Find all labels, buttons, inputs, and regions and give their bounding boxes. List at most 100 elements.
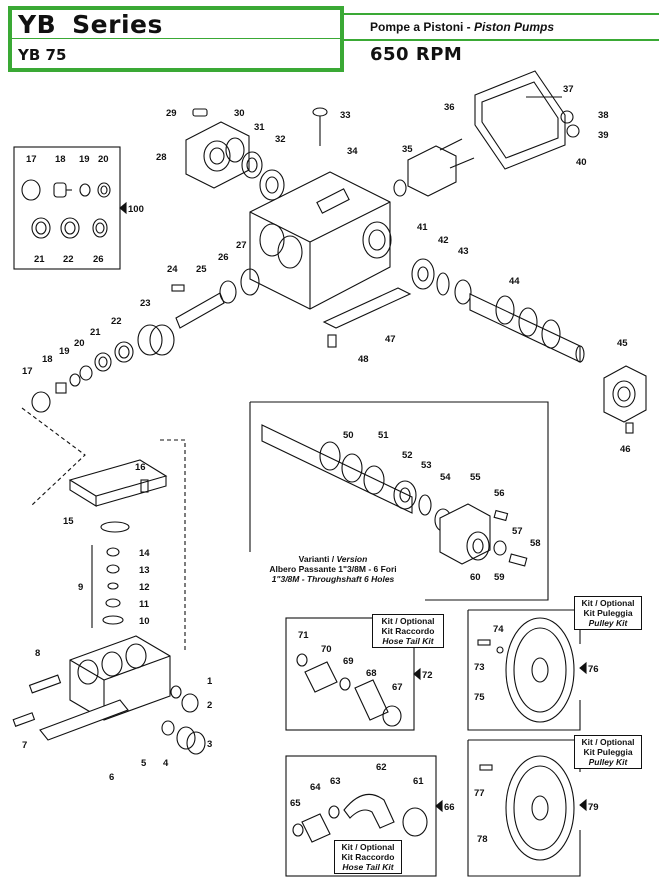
pulley-79 xyxy=(505,755,575,861)
callout-60: 60 xyxy=(470,572,481,583)
callout-39: 39 xyxy=(598,130,609,141)
seal-kit-frame xyxy=(13,146,121,270)
callout-55: 55 xyxy=(470,472,481,483)
callout-3: 3 xyxy=(207,739,212,750)
callout-16: 16 xyxy=(135,462,146,473)
callout-41: 41 xyxy=(417,222,428,233)
foot xyxy=(322,287,412,329)
callout-79: 79 xyxy=(588,802,599,813)
callout-10: 10 xyxy=(139,616,150,627)
callout-68: 68 xyxy=(366,668,377,679)
pump-head xyxy=(69,635,171,721)
callout-64: 64 xyxy=(310,782,321,793)
kit-label-18: 18 xyxy=(55,154,66,165)
callout-48: 48 xyxy=(358,354,369,365)
version-frame xyxy=(250,401,549,601)
pulley-76 xyxy=(505,617,575,723)
callout-28: 28 xyxy=(156,152,167,163)
header-rule-inner xyxy=(8,38,344,39)
rear-cover xyxy=(474,70,566,170)
callout-100: 100 xyxy=(128,204,144,215)
callout-numbers: 1 2 3 4 5 6 7 8 9 10 11 12 13 14 15 16 1… xyxy=(22,84,631,845)
callout-5: 5 xyxy=(141,758,147,769)
crankcase xyxy=(249,171,391,310)
callout-17: 17 xyxy=(22,366,33,377)
callout-56: 56 xyxy=(494,488,505,499)
callout-77: 77 xyxy=(474,788,485,799)
callout-76: 76 xyxy=(588,664,599,675)
callout-73: 73 xyxy=(474,662,485,673)
callout-4: 4 xyxy=(163,758,169,769)
callout-26: 26 xyxy=(218,252,229,263)
callout-74: 74 xyxy=(493,624,504,635)
callout-11: 11 xyxy=(139,599,150,610)
pulley-kit-79-label: Kit / Optional Kit Puleggia Pulley Kit xyxy=(574,735,642,769)
callout-53: 53 xyxy=(421,460,432,471)
callout-12: 12 xyxy=(139,582,150,593)
model-name: YB 75 xyxy=(18,46,67,64)
callout-23: 23 xyxy=(140,298,151,309)
callout-71: 71 xyxy=(298,630,309,641)
callout-8: 8 xyxy=(35,648,40,659)
kit-label-19: 19 xyxy=(79,154,90,165)
callout-34: 34 xyxy=(347,146,358,157)
callout-66: 66 xyxy=(444,802,455,813)
kit-label-21: 21 xyxy=(34,254,45,265)
callout-61: 61 xyxy=(413,776,424,787)
callout-75: 75 xyxy=(474,692,485,703)
version-label: Varianti / Version Albero Passante 1"3/8… xyxy=(269,554,397,584)
callout-69: 69 xyxy=(343,656,354,667)
callout-20: 20 xyxy=(74,338,85,349)
callout-42: 42 xyxy=(438,235,449,246)
pump-type: Pompe a Pistoni - Piston Pumps xyxy=(370,20,555,34)
callout-13: 13 xyxy=(139,565,150,576)
callout-70: 70 xyxy=(321,644,332,655)
callout-78: 78 xyxy=(477,834,488,845)
kit-100-arrow xyxy=(119,201,127,215)
pulley-kit-76-label: Kit / Optional Kit Puleggia Pulley Kit xyxy=(574,596,642,630)
kit-label-22: 22 xyxy=(63,254,74,265)
callout-35: 35 xyxy=(402,144,413,155)
kit-label-20: 20 xyxy=(98,154,109,165)
dashed-guide-left xyxy=(21,407,86,506)
callout-18: 18 xyxy=(42,354,53,365)
kit-label-26: 26 xyxy=(93,254,104,265)
callout-47: 47 xyxy=(385,334,396,345)
hose-kit-66-frame xyxy=(285,755,437,877)
callout-30: 30 xyxy=(234,108,245,119)
callout-7: 7 xyxy=(22,740,27,751)
callout-33: 33 xyxy=(340,110,351,121)
callout-59: 59 xyxy=(494,572,505,583)
mount-bracket xyxy=(407,145,457,197)
callout-22: 22 xyxy=(111,316,122,327)
rpm-label: 650 RPM xyxy=(370,44,463,65)
crankshaft xyxy=(469,293,581,363)
callout-37: 37 xyxy=(563,84,574,95)
callout-29: 29 xyxy=(166,108,177,119)
callout-43: 43 xyxy=(458,246,469,257)
callout-54: 54 xyxy=(440,472,451,483)
callout-40: 40 xyxy=(576,157,587,168)
callout-2: 2 xyxy=(207,700,212,711)
callout-50: 50 xyxy=(343,430,354,441)
callout-44: 44 xyxy=(509,276,520,287)
callout-52: 52 xyxy=(402,450,413,461)
callout-62: 62 xyxy=(376,762,387,773)
callout-1: 1 xyxy=(207,676,213,687)
callout-72: 72 xyxy=(422,670,433,681)
header-rule-bottom xyxy=(344,39,659,41)
kit-label-17: 17 xyxy=(26,154,37,165)
callout-57: 57 xyxy=(512,526,523,537)
title-frame xyxy=(8,6,344,72)
callout-6: 6 xyxy=(109,772,114,783)
callout-51: 51 xyxy=(378,430,389,441)
callout-36: 36 xyxy=(444,102,455,113)
callout-63: 63 xyxy=(330,776,341,787)
dashed-guide-right xyxy=(160,439,186,650)
callout-45: 45 xyxy=(617,338,628,349)
hose-kit-72-label: Kit / Optional Kit Raccordo Hose Tail Ki… xyxy=(372,614,444,648)
callout-27: 27 xyxy=(236,240,247,251)
